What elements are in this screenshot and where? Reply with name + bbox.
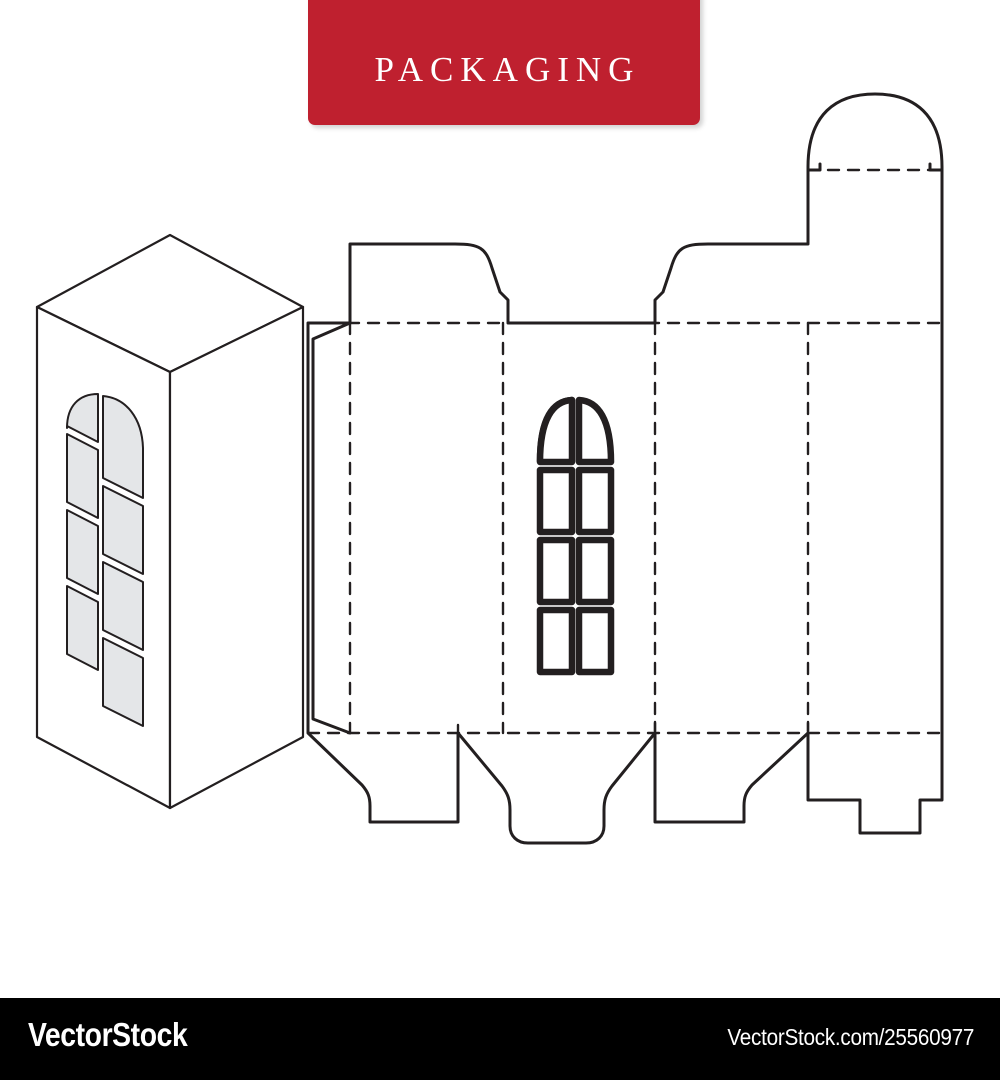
box-left-face xyxy=(35,305,172,810)
packaging-banner: PACKAGING xyxy=(308,0,700,125)
mockup-window-pane-r2c1 xyxy=(66,433,99,519)
mockup-window-group xyxy=(66,393,144,727)
vectorstock-url: VectorStock.com/25560977 xyxy=(727,1024,974,1050)
mockup-window-pane-r3c2 xyxy=(102,561,144,651)
dieline-window-pane-r4c2 xyxy=(575,606,615,676)
dieline-window-pane-r3c1 xyxy=(536,536,576,606)
mockup-window-pane-r3c1 xyxy=(66,509,99,595)
mockup-window-pane-r1c2 xyxy=(102,395,144,499)
mockup-window-pane-r4c2 xyxy=(102,637,144,727)
dieline-flat-layout xyxy=(306,92,944,845)
isometric-box-mockup xyxy=(35,233,305,810)
box-right-face xyxy=(168,305,305,810)
mockup-window-pane-r4c1 xyxy=(66,585,99,671)
mockup-window-pane-r2c2 xyxy=(102,485,144,575)
dieline-window-pane-r1c1-shape xyxy=(536,396,576,466)
watermark-footer: VectorStock VectorStock.com/25560977 xyxy=(0,998,1000,1080)
dieline-glue-flap xyxy=(311,321,352,735)
notch-rounded-panel-left xyxy=(806,162,822,172)
mockup-window-pane-r1c1 xyxy=(66,393,99,443)
dieline-window-pane-r4c1 xyxy=(536,606,576,676)
dieline-window-group xyxy=(536,396,615,676)
dieline-window-pane-r3c2 xyxy=(575,536,615,606)
dieline-outer-cut-path xyxy=(306,92,944,845)
packaging-artwork xyxy=(35,92,944,845)
dieline-window-pane-r1c2 xyxy=(575,396,615,466)
notch-rounded-panel-right xyxy=(928,162,944,172)
vectorstock-brand: VectorStock xyxy=(28,1016,188,1053)
banner-title: PACKAGING xyxy=(374,50,641,89)
dieline-window-pane-r2c2 xyxy=(575,466,615,536)
dieline-window-pane-r2c1 xyxy=(536,466,576,536)
